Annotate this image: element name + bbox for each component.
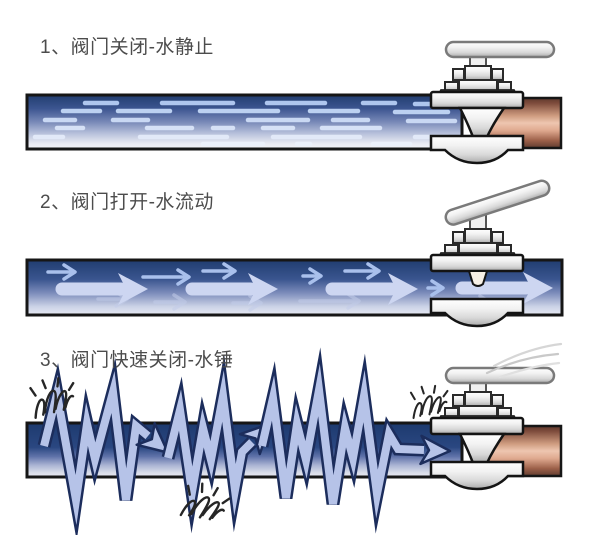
valve-handle <box>444 366 556 385</box>
valve-body-bottom <box>429 460 525 491</box>
row2-flowing-water <box>25 179 564 328</box>
valve-gate-retracted <box>467 270 489 287</box>
vibration-squiggle-valve <box>409 384 451 420</box>
step3-title: 3、阀门快速关闭-水锤 <box>40 350 234 371</box>
step2-title: 2、阀门打开-水流动 <box>40 192 214 213</box>
step1-title: 1、阀门关闭-水静止 <box>40 37 214 58</box>
handle-motion-lines <box>485 342 563 379</box>
valve-body-top <box>429 90 525 110</box>
valve-row2-open <box>429 179 551 328</box>
row3-water-hammer <box>25 342 563 535</box>
valve-body-top <box>429 416 525 436</box>
shock-wave-arrows <box>37 347 452 535</box>
valve-body-bottom <box>429 297 525 328</box>
still-water-streaks <box>32 100 458 147</box>
valve-body-bottom <box>429 134 525 165</box>
valve-handle <box>444 40 556 59</box>
valve-body-top <box>429 253 525 273</box>
vibration-squiggle-bottom <box>178 478 233 528</box>
shock-wave-2 <box>161 354 272 534</box>
valve-handle-tilted <box>444 179 551 226</box>
row1-still-water <box>25 40 563 165</box>
shock-wave-3 <box>255 347 452 534</box>
shock-wave-1 <box>37 357 170 535</box>
